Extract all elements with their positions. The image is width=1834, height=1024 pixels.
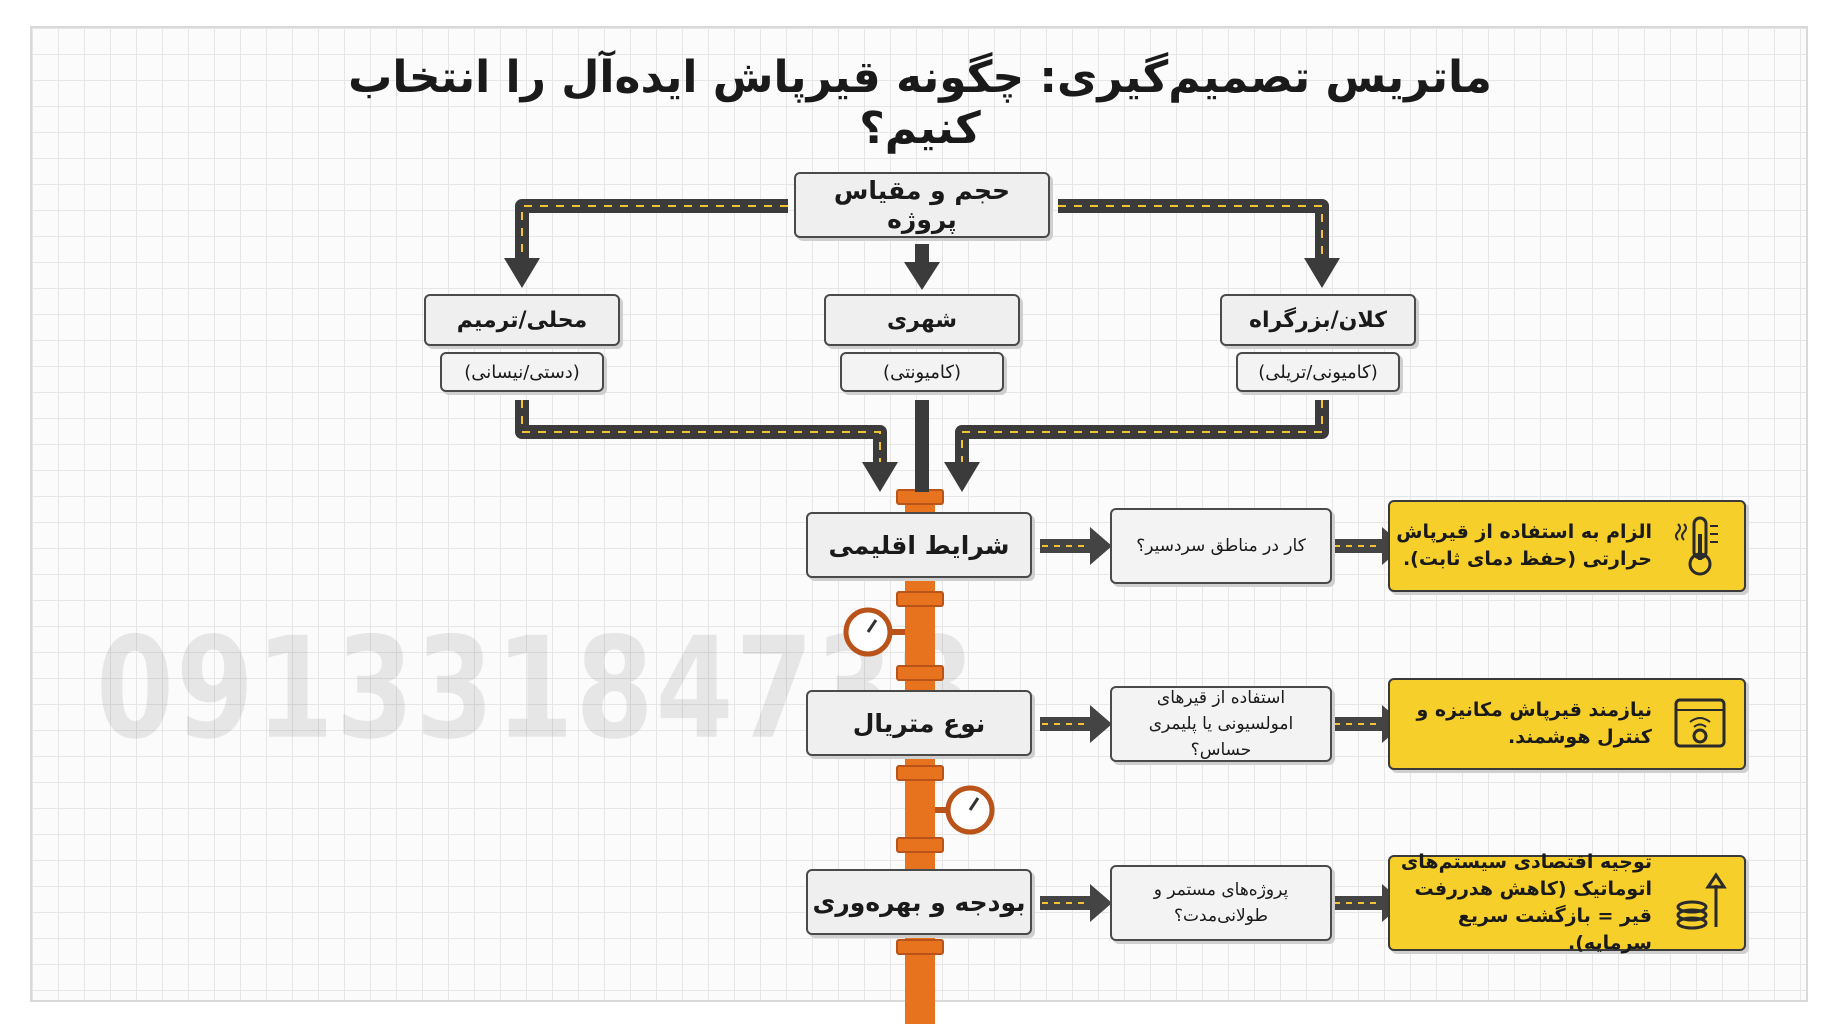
question-cold-regions: کار در مناطق سردسیر؟ xyxy=(1110,508,1332,584)
scale-type-truck: (کامیونی/تریلی) xyxy=(1236,352,1400,392)
connector-to-right xyxy=(1058,199,1329,258)
scale-node-urban: شهری xyxy=(824,294,1020,346)
scale-node-highway: کلان/بزرگراه xyxy=(1220,294,1416,346)
project-scale-node: حجم و مقیاس پروژه xyxy=(794,172,1050,238)
pressure-gauge-icon xyxy=(935,785,995,835)
result-thermal-sprayer: الزام به استفاده از قیرپاش حرارتی (حفظ د… xyxy=(1388,500,1746,592)
factor-material: نوع متریال xyxy=(806,690,1032,756)
factor-budget: بودجه و بهره‌وری xyxy=(806,869,1032,935)
result-automatic-systems: توجیه اقتصادی سیستم‌های اتوماتیک (کاهش ه… xyxy=(1388,851,1746,954)
result-mechanized-sprayer: نیازمند قیرپاش مکانیزه و کنترل هوشمند. xyxy=(1388,678,1746,770)
scale-node-local: محلی/ترمیم xyxy=(424,294,620,346)
result-text: الزام به استفاده از قیرپاش حرارتی (حفظ د… xyxy=(1396,521,1652,570)
thermometer-icon xyxy=(1675,516,1718,576)
result-text: نیازمند قیرپاش مکانیزه و کنترل هوشمند. xyxy=(1416,699,1653,748)
factor-climate: شرایط اقلیمی xyxy=(806,512,1032,578)
connector-to-left xyxy=(515,199,788,258)
arrow-heads xyxy=(504,258,1340,492)
question-long-projects: پروژه‌های مستمر و طولانی‌مدت؟ xyxy=(1110,865,1332,941)
coins-growth-icon xyxy=(1676,872,1727,930)
result-text: توجیه اقتصادی سیستم‌های اتوماتیک (کاهش ه… xyxy=(1400,851,1652,954)
scale-type-pickup: (کامیونتی) xyxy=(840,352,1004,392)
question-emulsion-polymer: استفاده از قیرهای امولسیونی یا پلیمری حس… xyxy=(1110,686,1332,762)
pressure-gauge-icon xyxy=(843,607,905,657)
scale-type-manual: (دستی/نیسانی) xyxy=(440,352,604,392)
main-pipe xyxy=(905,490,935,1024)
page-title: ماتریس تصمیم‌گیری: چگونه قیرپاش ایده‌آل … xyxy=(348,52,1492,154)
smart-control-icon xyxy=(1674,698,1726,748)
